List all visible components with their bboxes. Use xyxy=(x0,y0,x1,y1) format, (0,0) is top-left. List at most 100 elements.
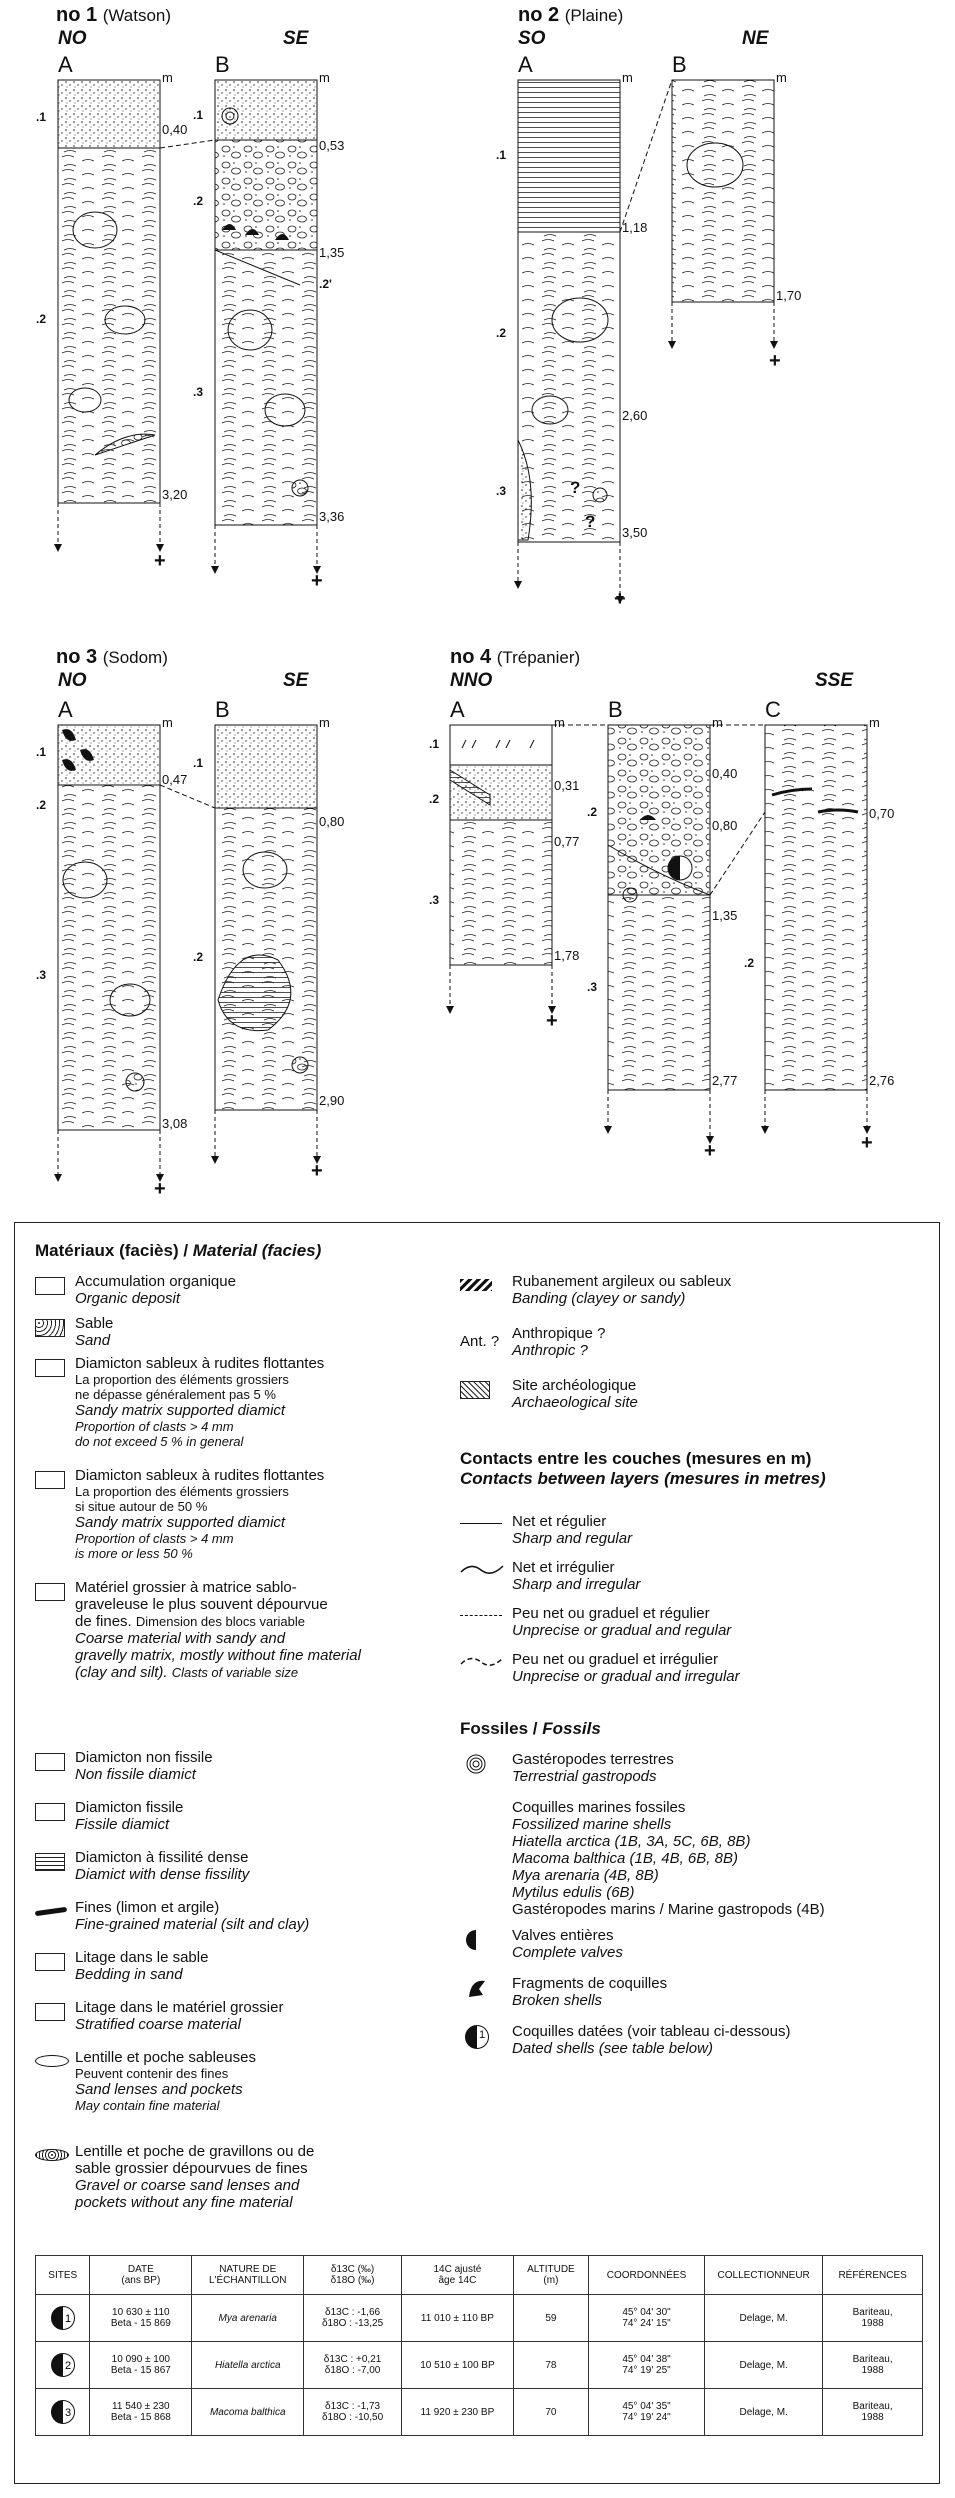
altitude-cell: 59 xyxy=(512,2294,589,2342)
table-header: DATE(ans BP) xyxy=(89,2255,193,2295)
depth-label: 0,40 xyxy=(162,122,188,137)
unit-label: .2 xyxy=(744,956,755,970)
depth-label: 0,77 xyxy=(554,834,580,849)
c14-cell: 11 010 ± 110 BP xyxy=(400,2294,514,2342)
depth-label: 1,78 xyxy=(554,948,580,963)
table-header: δ13C (‰)δ18O (‰) xyxy=(303,2255,402,2295)
col-letter: A xyxy=(58,52,73,77)
depth-label: 0,47 xyxy=(162,772,188,787)
legend-coarse: Matériel grossier à matrice sablo- grave… xyxy=(75,1579,361,1681)
meter-label: m xyxy=(622,70,633,85)
site-number: 2 xyxy=(65,2360,71,2372)
meter-label: m xyxy=(319,715,330,730)
plus-sign: + xyxy=(311,1160,323,1182)
ref-cell: Bariteau,1988 xyxy=(822,2388,923,2436)
gravel-lens-swatch xyxy=(35,2149,69,2161)
legend-sand-lens: Lentille et poche sableuses Peuvent cont… xyxy=(75,2049,256,2113)
unit-label: .3 xyxy=(496,484,507,498)
diamict5-swatch xyxy=(35,1359,65,1377)
meter-label: m xyxy=(776,70,787,85)
ref-cell: Bariteau,1988 xyxy=(822,2294,923,2342)
broken-shell-icon xyxy=(469,1980,485,1997)
unit-label: .1 xyxy=(36,745,47,759)
coords-cell: 45° 04' 35"74° 19' 24" xyxy=(587,2388,706,2436)
materials-title: Matériaux (faciès) / Material (facies) xyxy=(35,1241,322,1260)
meter-label: m xyxy=(162,70,173,85)
depth-label: 2,76 xyxy=(869,1073,895,1088)
bedding-sand-swatch xyxy=(35,1953,65,1971)
coarse-swatch xyxy=(35,1583,65,1601)
depth-label: 2,60 xyxy=(622,408,648,423)
sand-lens-swatch xyxy=(35,2055,69,2067)
gradual-irregular-line xyxy=(460,1657,504,1666)
depth-label: 0,53 xyxy=(319,138,345,153)
unit-label: .1 xyxy=(36,110,47,124)
fossils-title: Fossiles / Fossils xyxy=(460,1719,601,1738)
unit-label: .2 xyxy=(429,792,440,806)
legend-gravel-lens: Lentille et poche de gravillons ou de sa… xyxy=(75,2143,315,2211)
legend-diamict-5: Diamicton sableux à rudites flottantes L… xyxy=(75,1355,325,1449)
plus-sign: + xyxy=(614,588,626,610)
sharp-regular-line xyxy=(460,1523,502,1524)
dated-shell-icon: 1 xyxy=(50,2306,75,2330)
depth-label: 0,80 xyxy=(712,818,738,833)
meter-label: m xyxy=(554,715,565,730)
dated-shell-icon xyxy=(465,2025,489,2049)
unit-label: .3 xyxy=(36,968,47,982)
collector-cell: Delage, M. xyxy=(704,2388,824,2436)
nature-cell: Macoma balthica xyxy=(191,2388,305,2436)
site-1-title: no 1 (Watson) xyxy=(56,4,172,26)
site-number: 3 xyxy=(65,2407,71,2419)
ref-cell: Bariteau,1988 xyxy=(822,2341,923,2389)
plus-sign: + xyxy=(546,1010,558,1032)
legend-diamict-50: Diamicton sableux à rudites flottantes L… xyxy=(75,1467,325,1561)
plus-sign: + xyxy=(311,570,323,592)
legend-fines: Fines (limon et argile)Fine-grained mate… xyxy=(75,1899,310,1933)
site-1-left-orient: NO xyxy=(58,28,87,49)
dated-shell-icon: 2 xyxy=(50,2353,75,2377)
organic-swatch xyxy=(35,1277,65,1295)
site-cell: 3 xyxy=(34,2388,91,2436)
altitude-cell: 70 xyxy=(512,2388,589,2436)
site-4-title: no 4 (Trépanier) xyxy=(450,646,581,668)
unit-label: .2 xyxy=(587,805,598,819)
coords-cell: 45° 04' 38"74° 19' 25" xyxy=(587,2341,706,2389)
plus-sign: + xyxy=(154,1178,166,1200)
depth-label: 3,36 xyxy=(319,509,345,524)
fines-swatch xyxy=(34,1906,68,1917)
col-letter: B xyxy=(608,697,623,722)
gradual-regular-line xyxy=(460,1615,502,1616)
site-2-right-orient: NE xyxy=(742,28,769,49)
depth-label: 2,90 xyxy=(319,1093,345,1108)
legend-anthropic: Anthropique ?Anthropic ? xyxy=(512,1325,606,1359)
banding-swatch xyxy=(460,1279,492,1291)
gastropod-icon xyxy=(466,1754,486,1774)
unit-label: .2 xyxy=(36,312,47,326)
meter-label: m xyxy=(162,715,173,730)
unit-label: .1 xyxy=(193,756,204,770)
table-header: SITES xyxy=(34,2255,91,2295)
collector-cell: Delage, M. xyxy=(704,2341,824,2389)
fissile-swatch xyxy=(35,1803,65,1821)
site-1-right-orient: SE xyxy=(283,28,309,49)
legend-dated-shells: Coquilles datées (voir tableau ci-dessou… xyxy=(512,2023,791,2057)
plus-sign: + xyxy=(769,350,781,372)
unit-label: .2 xyxy=(193,950,204,964)
dated-shell-icon: 3 xyxy=(50,2400,75,2424)
table-header: COORDONNÉES xyxy=(587,2255,706,2295)
col-letter: B xyxy=(672,52,687,77)
